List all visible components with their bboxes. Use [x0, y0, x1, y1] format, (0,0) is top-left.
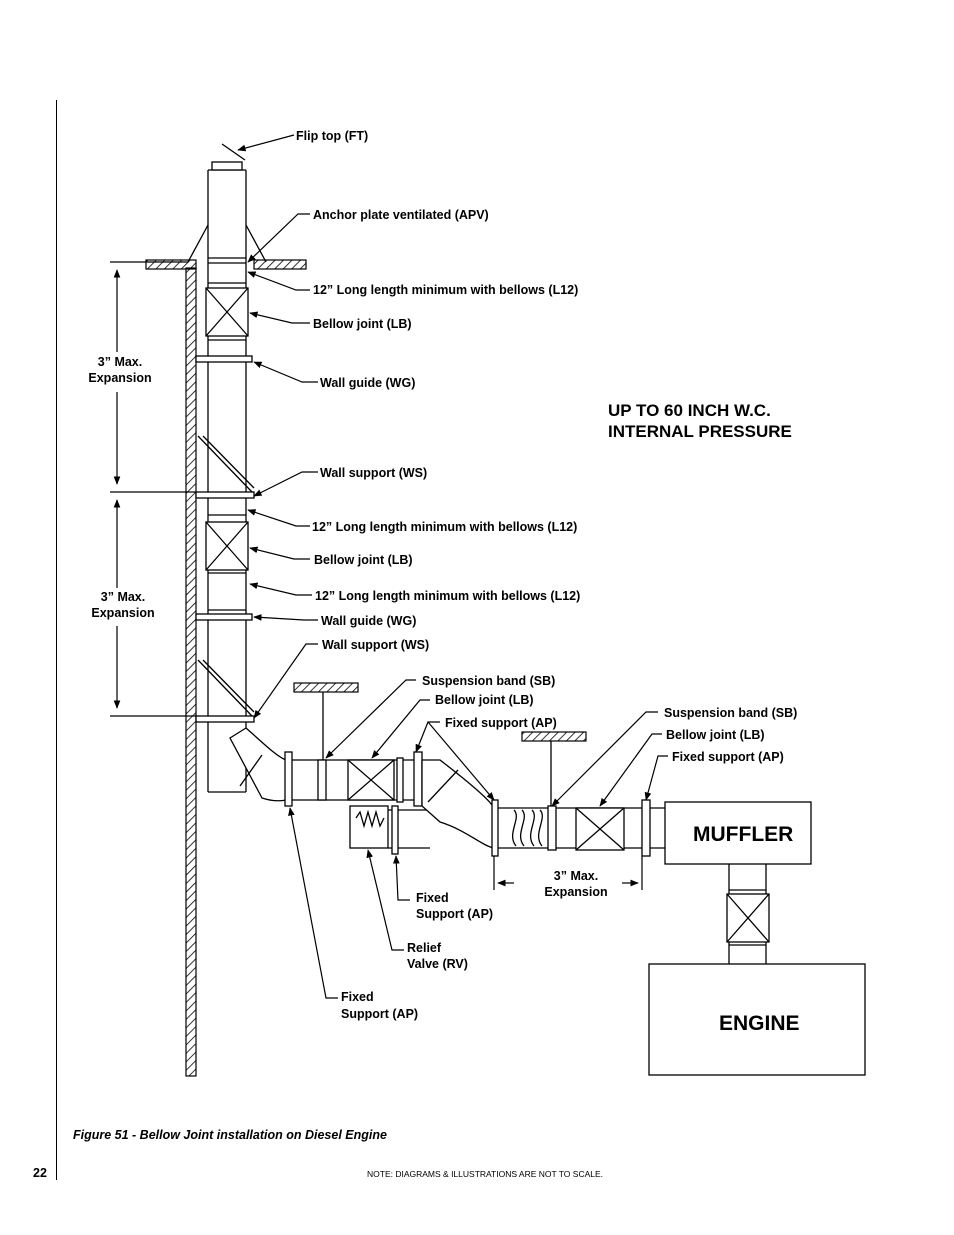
figure-caption: Figure 51 - Bellow Joint installation on…: [73, 1128, 387, 1142]
label-fixed-support-3-line1: Fixed: [416, 891, 449, 905]
label-fixed-support-2: Fixed support (AP): [672, 750, 784, 764]
engine-connector: [726, 864, 770, 964]
anchor-plate: [187, 224, 267, 263]
label-suspension-band-1: Suspension band (SB): [422, 674, 555, 688]
label-expansion-mid-line1: 3” Max.: [101, 590, 145, 604]
horizontal-bellow-1: [347, 759, 395, 801]
label-bellow-joint-2: Bellow joint (LB): [314, 553, 413, 567]
label-bellow-joint-1: Bellow joint (LB): [313, 317, 412, 331]
label-bellow-joint-4: Bellow joint (LB): [666, 728, 765, 742]
label-fixed-support-3-line2: Support (AP): [416, 907, 493, 921]
wall-support-2: [195, 659, 255, 723]
wall: [185, 267, 197, 1077]
scale-note: NOTE: DIAGRAMS & ILLUSTRATIONS ARE NOT T…: [367, 1169, 604, 1179]
label-wall-guide-2: Wall guide (WG): [321, 614, 416, 628]
label-wall-support-1: Wall support (WS): [320, 466, 427, 480]
engine-box: [648, 963, 866, 1076]
label-expansion-bottom-line1: 3” Max.: [554, 869, 598, 883]
label-bellow-joint-3: Bellow joint (LB): [435, 693, 534, 707]
label-expansion-top-line1: 3” Max.: [98, 355, 142, 369]
muffler-box: [664, 801, 812, 865]
label-relief-valve-line1: Relief: [407, 941, 442, 955]
relief-valve: [349, 805, 430, 855]
wall-guide-2: [195, 613, 253, 621]
wall-guide-1: [195, 355, 253, 363]
label-expansion-mid-line2: Expansion: [91, 606, 154, 620]
label-flip-top: Flip top (FT): [296, 129, 368, 143]
label-wall-support-2: Wall support (WS): [322, 638, 429, 652]
roof-slab: [145, 259, 307, 270]
label-l12-2: 12” Long length minimum with bellows (L1…: [312, 520, 577, 534]
label-wall-guide-1: Wall guide (WG): [320, 376, 415, 390]
ceiling-hanger-1: [293, 682, 359, 760]
label-expansion-bottom-line2: Expansion: [544, 885, 607, 899]
stack-bellow-2: [205, 521, 249, 571]
horizontal-bellow-2: [575, 807, 625, 851]
muffler-label: MUFFLER: [693, 823, 793, 846]
label-l12-1: 12” Long length minimum with bellows (L1…: [313, 283, 578, 297]
pressure-rating-line2: INTERNAL PRESSURE: [608, 422, 792, 441]
label-fixed-support-1: Fixed support (AP): [445, 716, 557, 730]
engine-label: ENGINE: [719, 1012, 800, 1035]
stack-bellow-1: [205, 287, 249, 337]
label-suspension-band-2: Suspension band (SB): [664, 706, 797, 720]
vertical-stack: [207, 143, 247, 793]
label-fixed-support-4-line2: Support (AP): [341, 1007, 418, 1021]
page-number: 22: [33, 1166, 47, 1180]
label-fixed-support-4-line1: Fixed: [341, 990, 374, 1004]
margin-rule: [56, 100, 57, 1180]
ceiling-hanger-2: [521, 731, 587, 806]
label-expansion-top-line2: Expansion: [88, 371, 151, 385]
label-l12-3: 12” Long length minimum with bellows (L1…: [315, 589, 580, 603]
label-relief-valve-line2: Valve (RV): [407, 957, 468, 971]
dimension-lines: [110, 261, 643, 890]
leader-lines: [237, 134, 668, 999]
elbow: [229, 727, 287, 802]
label-anchor-plate: Anchor plate ventilated (APV): [313, 208, 489, 222]
elbow-2: [421, 759, 495, 849]
wall-support-1: [195, 435, 255, 499]
pressure-rating-line1: UP TO 60 INCH W.C.: [608, 401, 771, 420]
